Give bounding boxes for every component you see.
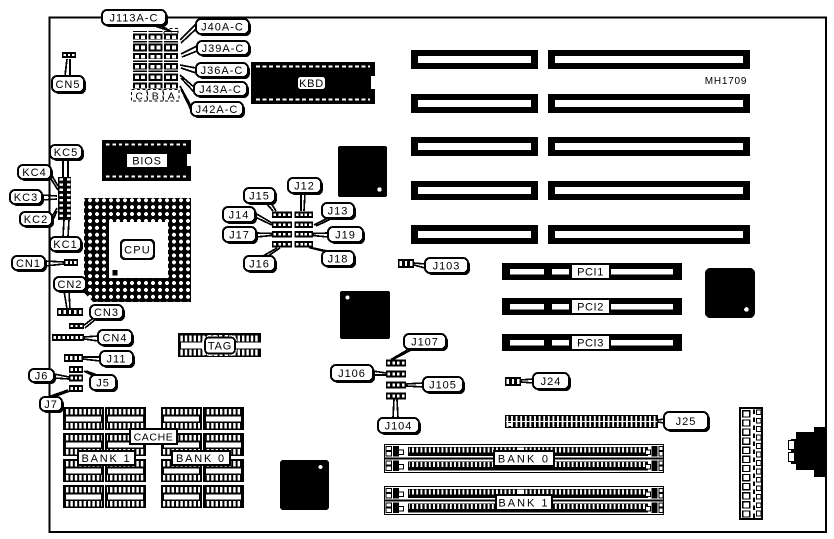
svg-text:J40A-C: J40A-C bbox=[201, 21, 244, 33]
svg-text:KC5: KC5 bbox=[54, 147, 78, 159]
svg-text:CN3: CN3 bbox=[94, 307, 119, 319]
svg-text:CPU: CPU bbox=[124, 244, 151, 256]
svg-text:BANK 1: BANK 1 bbox=[82, 453, 132, 465]
svg-text:KC1: KC1 bbox=[53, 239, 77, 251]
svg-text:PCI2: PCI2 bbox=[577, 301, 604, 313]
svg-text:J14: J14 bbox=[229, 209, 250, 221]
svg-text:J18: J18 bbox=[328, 253, 349, 265]
svg-text:KC4: KC4 bbox=[22, 167, 46, 179]
svg-text:J19: J19 bbox=[335, 229, 356, 241]
svg-text:BANK 1: BANK 1 bbox=[498, 497, 549, 509]
svg-text:J113A-C: J113A-C bbox=[110, 12, 159, 24]
svg-text:J7: J7 bbox=[44, 399, 58, 411]
svg-text:J39A-C: J39A-C bbox=[202, 43, 245, 55]
svg-text:J103: J103 bbox=[433, 260, 461, 272]
svg-text:J15: J15 bbox=[249, 190, 270, 202]
svg-text:J13: J13 bbox=[328, 205, 349, 217]
svg-text:J16: J16 bbox=[249, 258, 270, 270]
svg-text:C: C bbox=[135, 91, 143, 103]
svg-text:J12: J12 bbox=[294, 180, 315, 192]
svg-text:J107: J107 bbox=[411, 336, 439, 348]
svg-text:J25: J25 bbox=[676, 416, 697, 428]
svg-text:PCI3: PCI3 bbox=[577, 337, 604, 349]
svg-text:CN2: CN2 bbox=[57, 279, 82, 291]
svg-text:J6: J6 bbox=[35, 370, 49, 382]
svg-text:KBD: KBD bbox=[299, 78, 324, 90]
svg-text:CACHE: CACHE bbox=[134, 431, 174, 443]
svg-text:J36A-C: J36A-C bbox=[201, 65, 244, 77]
svg-text:A: A bbox=[168, 91, 175, 103]
svg-text:B: B bbox=[152, 91, 159, 103]
svg-text:J106: J106 bbox=[338, 368, 366, 380]
svg-text:J105: J105 bbox=[429, 379, 457, 391]
svg-text:J24: J24 bbox=[541, 376, 562, 388]
svg-text:CN5: CN5 bbox=[55, 79, 80, 91]
svg-text:BANK 0: BANK 0 bbox=[498, 453, 550, 465]
svg-text:BANK 0: BANK 0 bbox=[176, 453, 226, 465]
svg-text:J104: J104 bbox=[385, 420, 413, 432]
svg-text:J5: J5 bbox=[96, 377, 110, 389]
svg-text:J17: J17 bbox=[229, 229, 250, 241]
svg-text:KC2: KC2 bbox=[24, 214, 48, 226]
svg-text:J42A-C: J42A-C bbox=[196, 104, 239, 116]
svg-text:PCI1: PCI1 bbox=[577, 266, 604, 278]
svg-text:J11: J11 bbox=[107, 353, 127, 365]
svg-text:KC3: KC3 bbox=[14, 192, 38, 204]
svg-text:MH1709: MH1709 bbox=[705, 76, 748, 87]
svg-text:BIOS: BIOS bbox=[132, 155, 162, 167]
svg-text:TAG: TAG bbox=[208, 340, 232, 352]
svg-text:CN1: CN1 bbox=[16, 258, 41, 270]
svg-text:J43A-C: J43A-C bbox=[199, 84, 242, 96]
svg-text:CN4: CN4 bbox=[102, 332, 127, 344]
